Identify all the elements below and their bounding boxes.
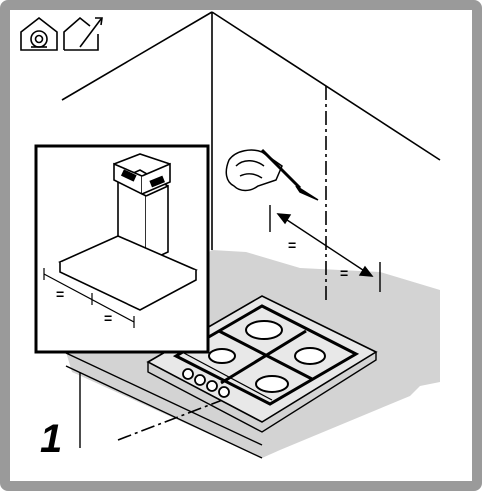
wall-dimension (269, 205, 381, 292)
wall-dim-right-label: = (340, 265, 348, 281)
figure-number: 1 (40, 417, 62, 461)
extraction-mode-icon (63, 16, 103, 51)
worktop-edges (65, 352, 263, 459)
recirculation-mode-icon (20, 16, 58, 51)
hood-dim-right-label: = (104, 310, 112, 326)
gas-hob (146, 295, 378, 433)
front-centre-line (117, 393, 239, 441)
wall-dim-left-label: = (288, 237, 296, 253)
hood-inset (34, 144, 210, 354)
hood-dim-left-label: = (56, 286, 64, 302)
hand-pencil-icon (225, 148, 319, 201)
